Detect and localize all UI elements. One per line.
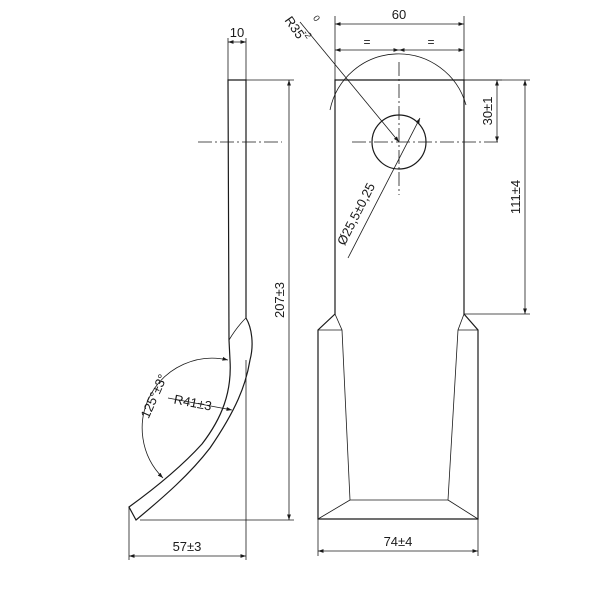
- total-length-label: 207±3: [272, 282, 287, 318]
- upper-length-label: 111±4: [508, 180, 523, 214]
- top-radius-arc: [329, 53, 467, 111]
- front-view-outline: [317, 79, 479, 520]
- hole-diameter-label: Ø25,5±0,25: [334, 180, 378, 247]
- bend-radius-label: R41±3: [173, 392, 213, 414]
- radius-top-tol-upper: 0: [311, 13, 322, 23]
- width-top-label: 60: [392, 7, 406, 22]
- bend-angle-label: 125°±3°: [138, 372, 171, 421]
- right-bevel: [447, 313, 479, 520]
- bend-radius-line: [167, 397, 233, 411]
- equal-label-left: =: [363, 35, 370, 49]
- side-view-bend-edge: [228, 317, 247, 341]
- front-view: 60 = = R35 0 -2 30±1 111±4 Ø25,5±0,25 74…: [282, 7, 530, 556]
- side-view: 10 207±3 125°±3° R41±3 57±3: [128, 25, 294, 560]
- hole-distance-label: 30±1: [480, 97, 495, 126]
- equal-label-right: =: [427, 35, 434, 49]
- bend-angle-arc: [141, 356, 229, 479]
- hole-diameter-leader: [347, 117, 421, 259]
- thickness-label: 10: [230, 25, 244, 40]
- left-bevel: [317, 313, 351, 520]
- side-offset-label: 57±3: [173, 539, 202, 554]
- width-bottom-label: 74±4: [384, 534, 413, 549]
- radius-top-leader: [299, 21, 400, 143]
- side-view-outline: [128, 79, 253, 521]
